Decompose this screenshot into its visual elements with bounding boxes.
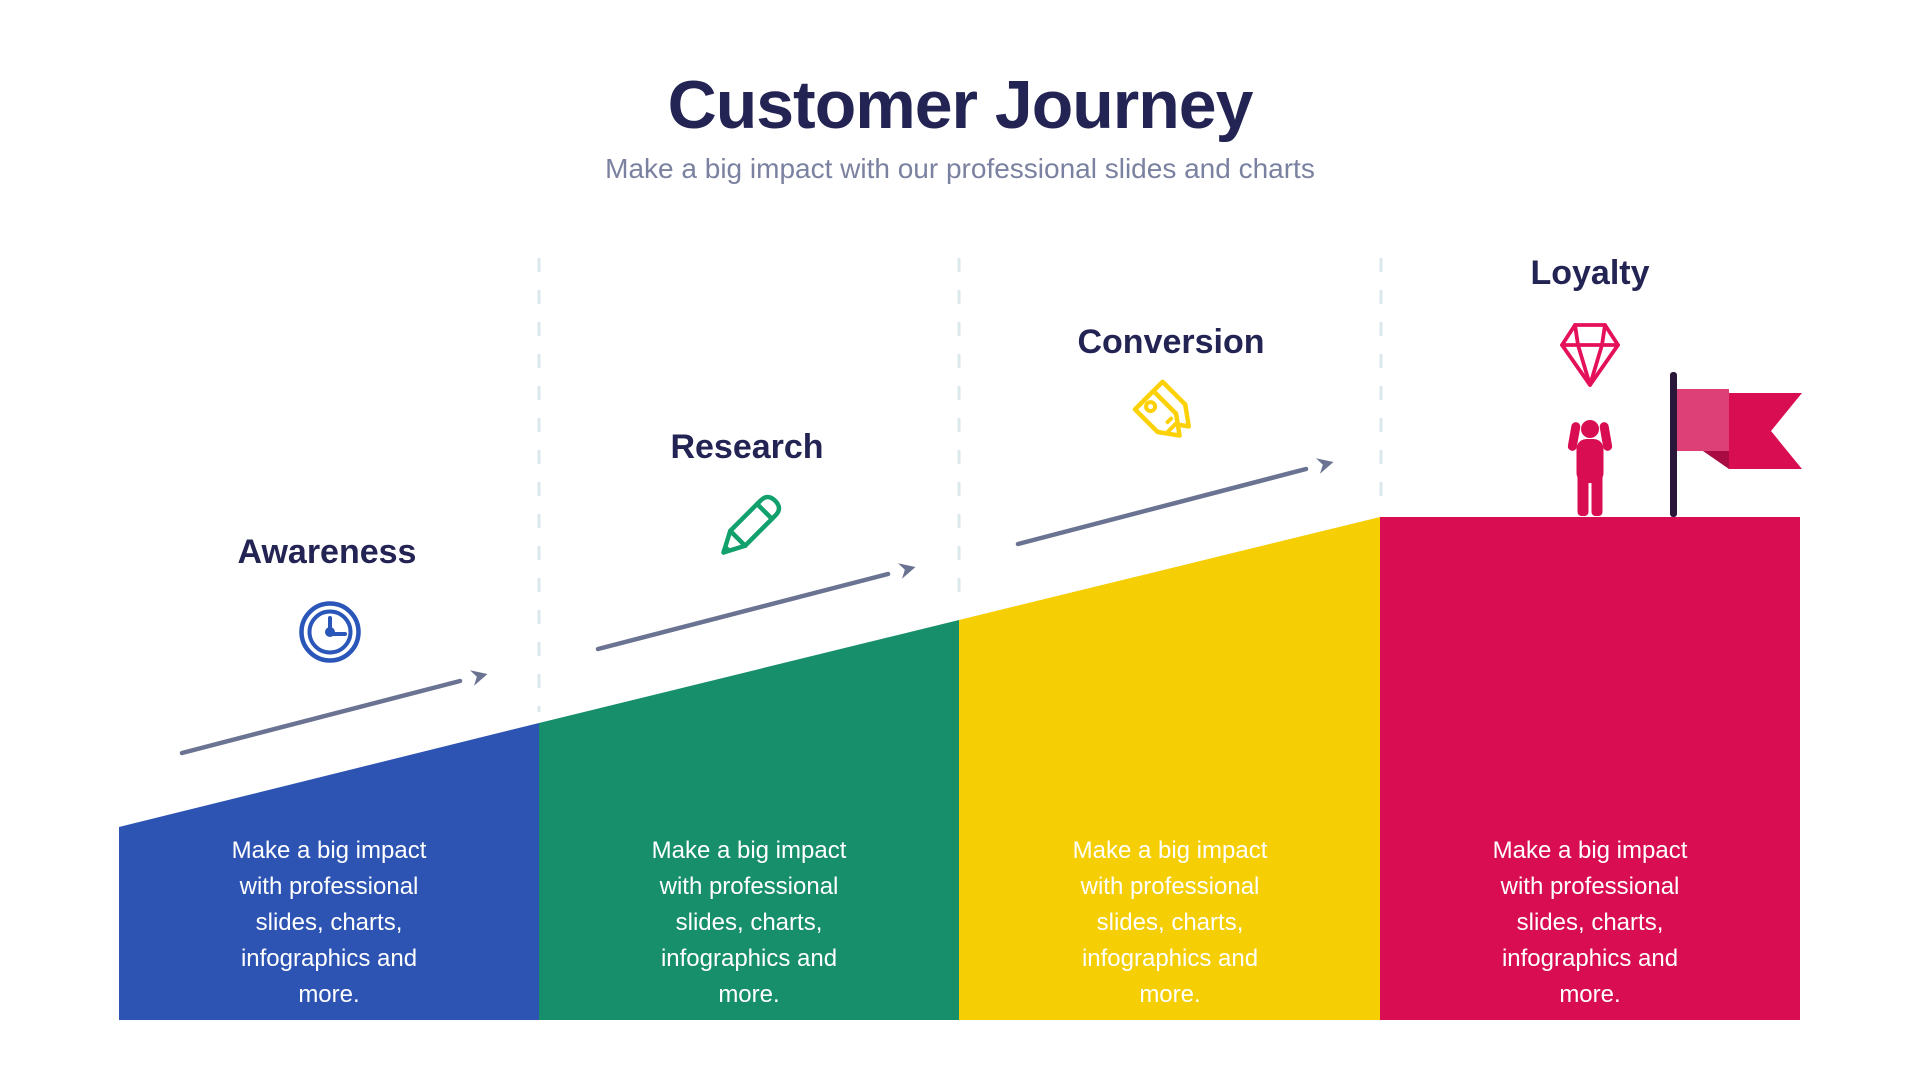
tag-dash [1165,416,1174,425]
clock-center-dot [325,627,335,637]
person-icon [1567,420,1613,516]
flag-inner-rect [1677,389,1729,451]
person-arm-right [1599,422,1613,451]
stage-block-awareness [119,723,539,1020]
person-leg-right [1591,471,1603,516]
stage-block-research [539,620,959,1020]
tag-hole [1144,400,1158,414]
stage-separators [537,258,1383,712]
stage-block-conversion [959,517,1380,1020]
pencil-icon [721,494,782,555]
page-subtitle: Make a big impact with our professional … [605,153,1315,184]
arrow-line [1015,466,1309,547]
clock-outer-ring [299,601,361,663]
stage-block-loyalty [1380,517,1800,1020]
stage-description-awareness: Make a big impact with professional slid… [231,837,427,1008]
page-title: Customer Journey [667,67,1254,143]
price-tag-icon [1132,379,1191,438]
arrow-line [595,571,891,652]
arrow-line [179,678,463,756]
clock-icon [299,601,361,663]
stage-label-research: Research [670,428,824,466]
growth-arrows [179,458,1334,756]
tag-dash [1166,420,1179,434]
flag-fold-shadow [1703,451,1729,469]
stage-description-loyalty: Make a big impact with professional slid… [1492,837,1688,1008]
person-head [1581,420,1599,438]
stage-description-conversion: Make a big impact with professional slid… [1072,837,1268,1008]
pencil-tip-point [721,545,731,555]
stage-label-conversion: Conversion [1077,323,1265,361]
stage-label-loyalty: Loyalty [1530,254,1650,292]
person-leg-left [1577,471,1589,516]
arrow-head [1315,458,1334,474]
pencil-cap-line [754,501,775,522]
stage-description-research: Make a big impact with professional slid… [651,837,847,1008]
flag-pole [1670,372,1677,517]
stage-label-awareness: Awareness [237,533,417,571]
diamond-icon [1560,323,1620,387]
diamond-facets [1573,323,1607,387]
pencil-tip-line [728,528,748,548]
flag-banner [1729,393,1802,469]
person-arm-left [1567,422,1581,451]
flag-icon [1670,372,1802,517]
diamond-outline [1560,323,1620,387]
arrow-head [469,670,488,686]
clock-inner-ring [307,609,353,655]
arrow-head [897,563,916,579]
